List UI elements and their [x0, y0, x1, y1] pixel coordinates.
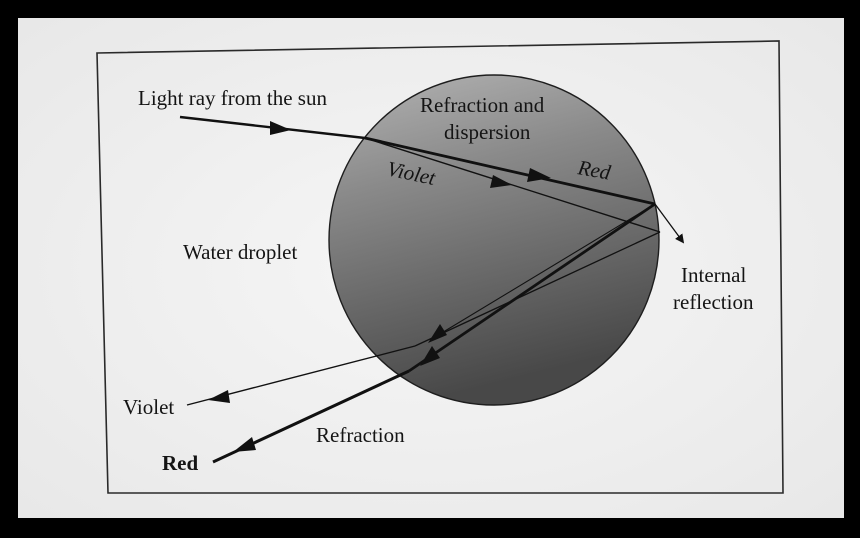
refraction-label: Refraction	[316, 423, 405, 447]
red-out-label: Red	[162, 451, 198, 475]
water-droplet-label: Water droplet	[183, 240, 298, 264]
refraction-dispersion-label-1: Refraction and	[420, 93, 545, 117]
internal-reflection-label-1: Internal	[681, 263, 746, 287]
violet-out-label: Violet	[123, 395, 174, 419]
internal-reflection-label-2: reflection	[673, 290, 754, 314]
refraction-dispersion-label-2: dispersion	[444, 120, 531, 144]
light-ray-label: Light ray from the sun	[138, 86, 327, 110]
